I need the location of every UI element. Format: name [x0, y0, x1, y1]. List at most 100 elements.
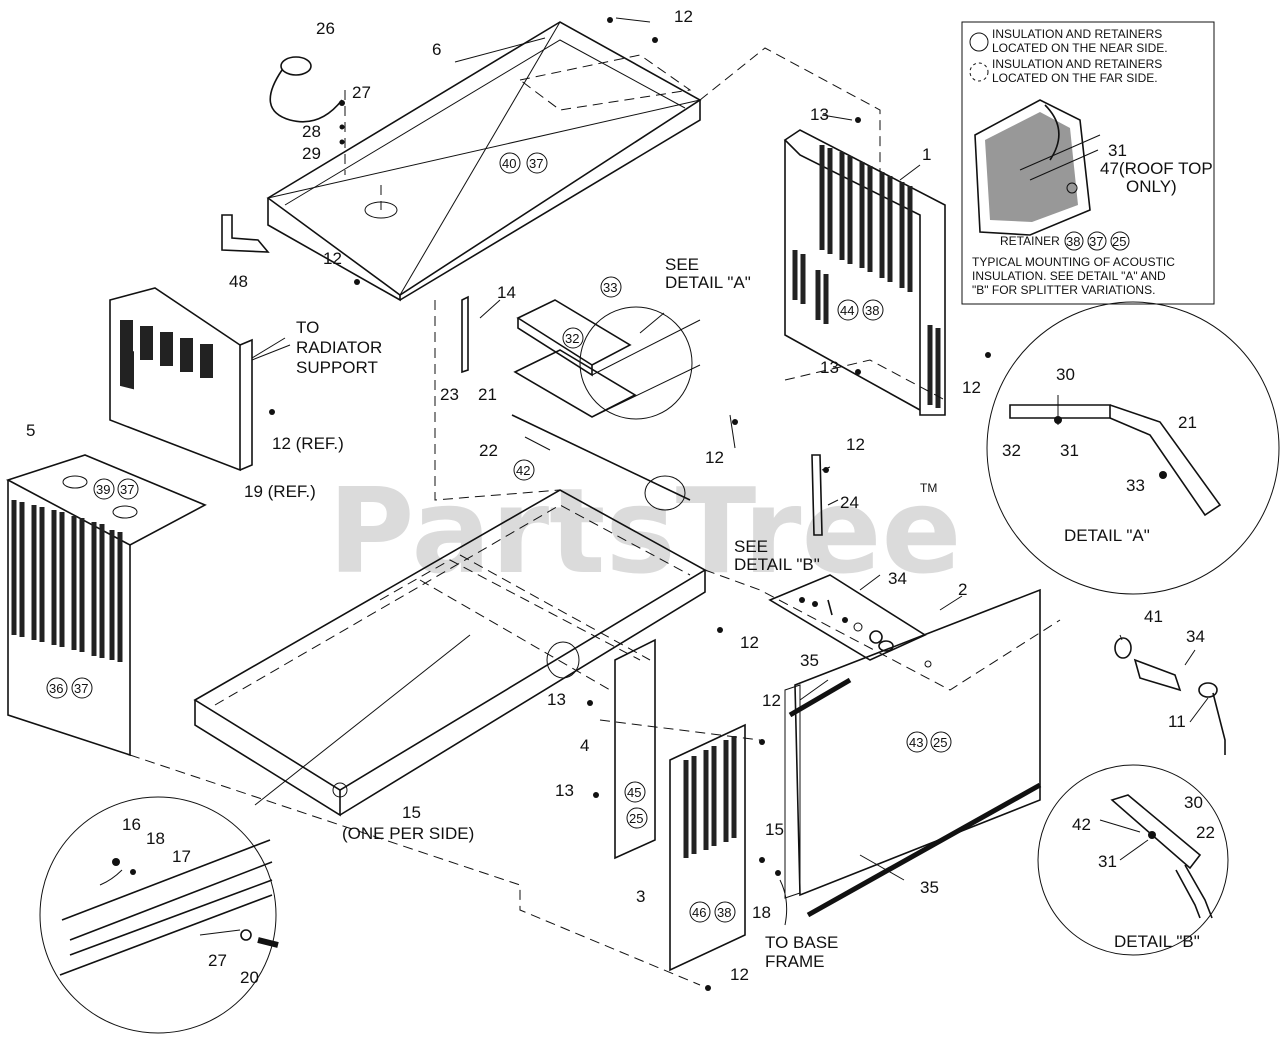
circled-38b: 38	[717, 905, 731, 920]
detail-a	[986, 301, 1280, 595]
see-detail-a-line1: SEE	[665, 255, 699, 274]
label-41: 41	[1144, 607, 1163, 626]
label-17: 17	[172, 847, 191, 866]
label-27-zoom: 27	[208, 951, 227, 970]
label-13-panel4: 13	[555, 781, 574, 800]
circled-37b: 37	[120, 482, 134, 497]
label-3: 3	[636, 887, 645, 906]
label-34-plate: 34	[888, 569, 907, 588]
to-base-frame-line2: FRAME	[765, 952, 825, 971]
circled-45: 45	[627, 785, 641, 800]
label-12-roof: 12	[323, 249, 342, 268]
circled-43: 43	[909, 735, 923, 750]
label-6: 6	[432, 40, 441, 59]
part-11-assembly	[1114, 637, 1226, 755]
zoom-detail-15	[39, 796, 279, 1034]
detail-a-locator	[579, 306, 693, 420]
legend-retainer-37: 37	[1089, 234, 1103, 249]
circled-25b: 25	[629, 811, 643, 826]
to-radiator-line3: SUPPORT	[296, 358, 378, 377]
legend-box: INSULATION AND RETAINERS LOCATED ON THE …	[961, 21, 1215, 305]
to-radiator-line2: RADIATOR	[296, 338, 382, 357]
detail-b-locator	[546, 641, 580, 679]
legend-note-line3: "B" FOR SPLITTER VARIATIONS.	[972, 283, 1155, 297]
label-12-plate: 12	[740, 633, 759, 652]
legend-retainer-38: 38	[1066, 234, 1080, 249]
part-48-bracket	[221, 214, 270, 253]
fasteners	[269, 17, 991, 991]
label-12-panel3: 12	[762, 691, 781, 710]
label-14: 14	[497, 283, 516, 302]
label-1: 1	[922, 145, 931, 164]
roof-panel: 40 37	[266, 21, 702, 302]
label-20: 20	[240, 968, 259, 987]
legend-retainer: RETAINER	[1000, 234, 1060, 248]
legend-item-31: 31	[1108, 141, 1127, 160]
label-12-top: 12	[674, 7, 693, 26]
far-side-circle-icon	[969, 62, 989, 82]
side-panel-1: 44 38	[783, 129, 946, 416]
circled-32: 32	[565, 331, 579, 346]
detail-a-title: DETAIL "A"	[1064, 526, 1150, 545]
label-12-post: 12	[846, 435, 865, 454]
detail-b-pointer	[644, 475, 686, 511]
label-27: 27	[352, 83, 371, 102]
splitter-assembly: 33 32	[513, 276, 701, 420]
circled-39: 39	[96, 482, 110, 497]
circled-33: 33	[603, 280, 617, 295]
label-13-base: 13	[547, 690, 566, 709]
label-48: 48	[229, 272, 248, 291]
insulation-hatch	[985, 112, 1078, 222]
see-detail-b-line2: DETAIL "B"	[734, 555, 820, 574]
detail-b-title: DETAIL "B"	[1114, 932, 1200, 951]
detail-b	[1037, 764, 1229, 956]
to-base-frame-line1: TO BASE	[765, 933, 838, 952]
label-2: 2	[958, 580, 967, 599]
leader-lines	[251, 17, 1209, 881]
label-21: 21	[478, 385, 497, 404]
label-35-top: 35	[800, 651, 819, 670]
legend-retainer-25: 25	[1112, 234, 1126, 249]
label-21-detail-a: 21	[1178, 413, 1197, 432]
label-23: 23	[440, 385, 459, 404]
circled-25: 25	[933, 735, 947, 750]
label-5: 5	[26, 421, 35, 440]
to-radiator-line1: TO	[296, 318, 319, 337]
label-34-side: 34	[1186, 627, 1205, 646]
see-detail-a-line2: DETAIL "A"	[665, 273, 751, 292]
part-24-post	[811, 454, 823, 536]
label-30-detail-b: 30	[1184, 793, 1203, 812]
part-22-rail	[511, 414, 691, 501]
label-12-bottom: 12	[730, 965, 749, 984]
legend-far-line1: INSULATION AND RETAINERS	[992, 57, 1162, 71]
label-18-right: 18	[752, 903, 771, 922]
legend-note-line2: INSULATION. SEE DETAIL "A" AND	[972, 269, 1166, 283]
label-15-right: 15	[765, 820, 784, 839]
label-22-detail-b: 22	[1196, 823, 1215, 842]
radiator-panel	[109, 287, 291, 472]
label-30-detail-a: 30	[1056, 365, 1075, 384]
legend-near-line1: INSULATION AND RETAINERS	[992, 27, 1162, 41]
label-11: 11	[1168, 712, 1186, 731]
circled-37c: 37	[74, 681, 88, 696]
label-32: 32	[1002, 441, 1021, 460]
legend-far-line2: LOCATED ON THE FAR SIDE.	[992, 71, 1158, 85]
label-29: 29	[302, 144, 321, 163]
end-panel-5: 39 37 36 37	[5, 454, 207, 757]
door-panel-2: 43 25	[784, 588, 1042, 918]
label-22: 22	[479, 441, 498, 460]
legend-item-47: 47(ROOF TOP	[1100, 159, 1213, 178]
see-detail-b-line1: SEE	[734, 537, 768, 556]
label-15: 15	[402, 803, 421, 822]
legend-near-line2: LOCATED ON THE NEAR SIDE.	[992, 41, 1168, 55]
circled-38: 38	[865, 303, 879, 318]
watermark: PartsTree	[328, 462, 962, 600]
label-4: 4	[580, 736, 589, 755]
near-side-circle-icon	[969, 32, 989, 52]
circled-46: 46	[692, 905, 706, 920]
label-26: 26	[316, 19, 335, 38]
ref-12: 12 (REF.)	[272, 434, 344, 453]
circled-42: 42	[516, 463, 530, 478]
label-12-panel1: 12	[962, 378, 981, 397]
